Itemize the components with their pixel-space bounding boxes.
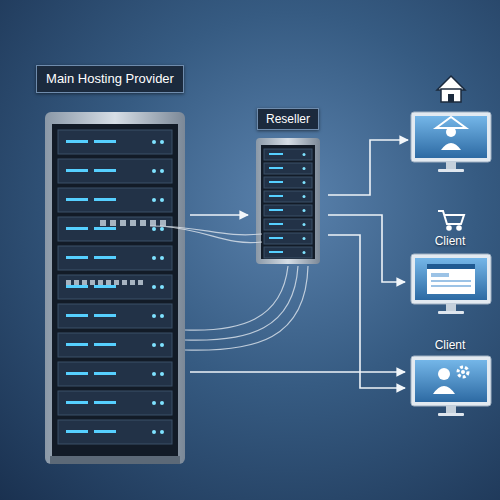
server-unit <box>264 149 312 160</box>
client-monitor <box>411 112 491 172</box>
rack-frame <box>45 112 185 464</box>
node-title: Reseller <box>257 108 319 130</box>
connector-arrow <box>190 214 248 216</box>
server-frame <box>256 138 320 264</box>
node-title: Main Hosting Provider <box>36 65 184 93</box>
rack-unit <box>58 217 172 241</box>
server-unit <box>264 233 312 244</box>
cart-icon <box>438 211 464 230</box>
connector-arrow <box>328 235 405 388</box>
rack-unit <box>58 420 172 444</box>
rack-unit <box>58 246 172 270</box>
rack-unit <box>58 304 172 328</box>
rack-unit <box>58 333 172 357</box>
provider-node: Main Hosting Provider <box>30 65 190 465</box>
server-unit <box>264 163 312 174</box>
client-node: Client <box>405 234 495 312</box>
node-label: Client <box>435 338 466 353</box>
connector-arrow <box>328 140 408 195</box>
server-body <box>261 145 315 259</box>
connector-arrow <box>328 215 405 282</box>
rack-unit <box>58 275 172 299</box>
user-gear-icon <box>433 367 468 394</box>
patch-panel <box>66 220 166 285</box>
browser-icon <box>427 264 475 294</box>
client-monitor-node <box>408 108 494 176</box>
rack-unit <box>58 159 172 183</box>
rack-base <box>50 456 180 464</box>
reseller-node: Reseller <box>248 108 328 268</box>
rack-body <box>52 124 178 456</box>
rack-unit <box>58 391 172 415</box>
server-unit <box>264 219 312 230</box>
client-monitor <box>411 356 491 416</box>
client-node: Client <box>405 338 495 413</box>
rack-unit <box>58 362 172 386</box>
server-unit <box>264 177 312 188</box>
server-unit <box>264 191 312 202</box>
connector-arrow <box>190 371 405 373</box>
home-icon <box>437 76 465 102</box>
rack-unit <box>58 188 172 212</box>
node-label: Client <box>435 234 466 249</box>
network-cables <box>150 226 308 350</box>
reseller-server <box>256 138 320 264</box>
server-unit <box>264 205 312 216</box>
main-server-rack <box>45 112 185 464</box>
rack-unit <box>58 130 172 154</box>
server-unit <box>264 247 312 258</box>
user-home-icon <box>436 117 466 150</box>
client-monitor <box>411 254 491 314</box>
